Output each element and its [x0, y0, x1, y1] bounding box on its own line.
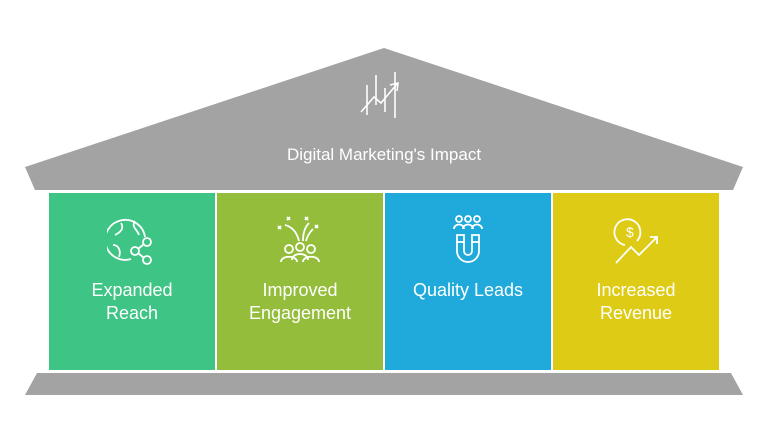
pillar-label: Quality Leads: [412, 280, 524, 300]
pillar-label-line2: Reach: [105, 303, 159, 323]
growth-chart-icon: [360, 72, 399, 118]
pillar-label-line2: Revenue: [599, 303, 673, 323]
audience-celebration-icon: [277, 216, 320, 263]
svg-text:$: $: [626, 224, 634, 240]
globe-network-icon: [107, 218, 152, 265]
pillar-label-line2: Engagement: [248, 303, 352, 323]
pillar-label-line1: Expanded: [91, 280, 173, 300]
pillar-quality-leads: Quality Leads: [385, 193, 551, 370]
magnet-people-icon: [453, 215, 483, 263]
pillar-label-line1: Increased: [596, 280, 676, 300]
pillar-label-line1: Improved: [262, 280, 338, 300]
roof: [25, 48, 743, 190]
base-plate: [25, 373, 743, 395]
dollar-growth-icon: $: [613, 218, 658, 264]
roof-title: Digital Marketing's Impact: [286, 145, 482, 164]
